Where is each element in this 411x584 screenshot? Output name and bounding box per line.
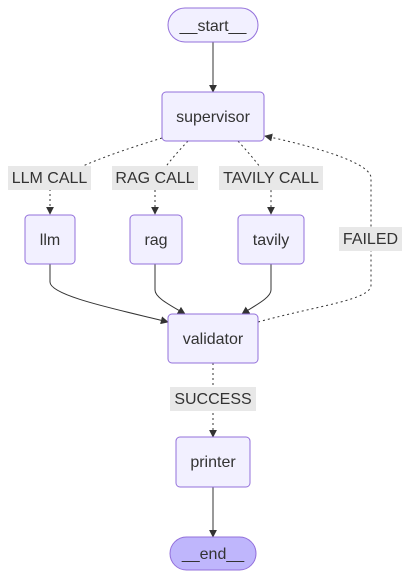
edge-llm-validator xyxy=(49,264,169,325)
node-validator-shape xyxy=(167,313,259,364)
edge-label-failed-bg xyxy=(339,227,402,251)
node-end[interactable]: __end__ xyxy=(169,536,257,571)
node-validator-label: validator xyxy=(183,331,244,348)
node-rag[interactable]: rag xyxy=(129,214,183,265)
node-llm-label: llm xyxy=(40,232,60,249)
node-end-shape xyxy=(169,536,257,571)
node-start[interactable]: __start__ xyxy=(167,7,259,43)
node-llm[interactable]: llm xyxy=(24,214,76,265)
node-tavily-label: tavily xyxy=(253,232,289,249)
node-tavily[interactable]: tavily xyxy=(237,214,305,265)
node-end-label: __end__ xyxy=(181,546,245,563)
node-llm-shape xyxy=(24,214,76,265)
node-start-label: __start__ xyxy=(179,18,248,35)
node-printer-label: printer xyxy=(190,454,236,471)
node-supervisor[interactable]: supervisor xyxy=(161,91,265,142)
edge-label-llm-call-text: LLM CALL xyxy=(12,170,88,187)
node-start-shape xyxy=(167,7,259,43)
node-tavily-shape xyxy=(237,214,305,265)
edge-label-llm-call: LLM CALL xyxy=(8,166,91,190)
edge-label-tavily-call-bg xyxy=(219,166,323,190)
edge-label-success-text: SUCCESS xyxy=(174,391,251,408)
edge-label-tavily-call-text: TAVILY CALL xyxy=(223,170,319,187)
node-rag-shape xyxy=(129,214,183,265)
edge-label-llm-call-bg xyxy=(8,166,91,190)
edge-label-rag-call-text: RAG CALL xyxy=(115,170,194,187)
edge-supervisor-llm xyxy=(46,137,163,215)
edge-label-rag-call-bg xyxy=(112,166,198,190)
edge-label-failed: FAILED xyxy=(339,227,402,251)
edge-label-success-bg xyxy=(170,387,256,411)
edge-label-rag-call: RAG CALL xyxy=(112,166,198,190)
node-supervisor-label: supervisor xyxy=(176,109,250,126)
edge-label-tavily-call: TAVILY CALL xyxy=(219,166,323,190)
edge-label-success: SUCCESS xyxy=(170,387,256,411)
node-validator[interactable]: validator xyxy=(167,313,259,364)
node-printer-shape xyxy=(175,436,251,488)
edge-tavily-validator xyxy=(241,264,272,315)
edge-rag-validator xyxy=(154,264,186,315)
node-supervisor-shape xyxy=(161,91,265,142)
node-printer[interactable]: printer xyxy=(175,436,251,488)
edge-label-failed-text: FAILED xyxy=(343,231,398,248)
node-rag-label: rag xyxy=(144,232,167,249)
